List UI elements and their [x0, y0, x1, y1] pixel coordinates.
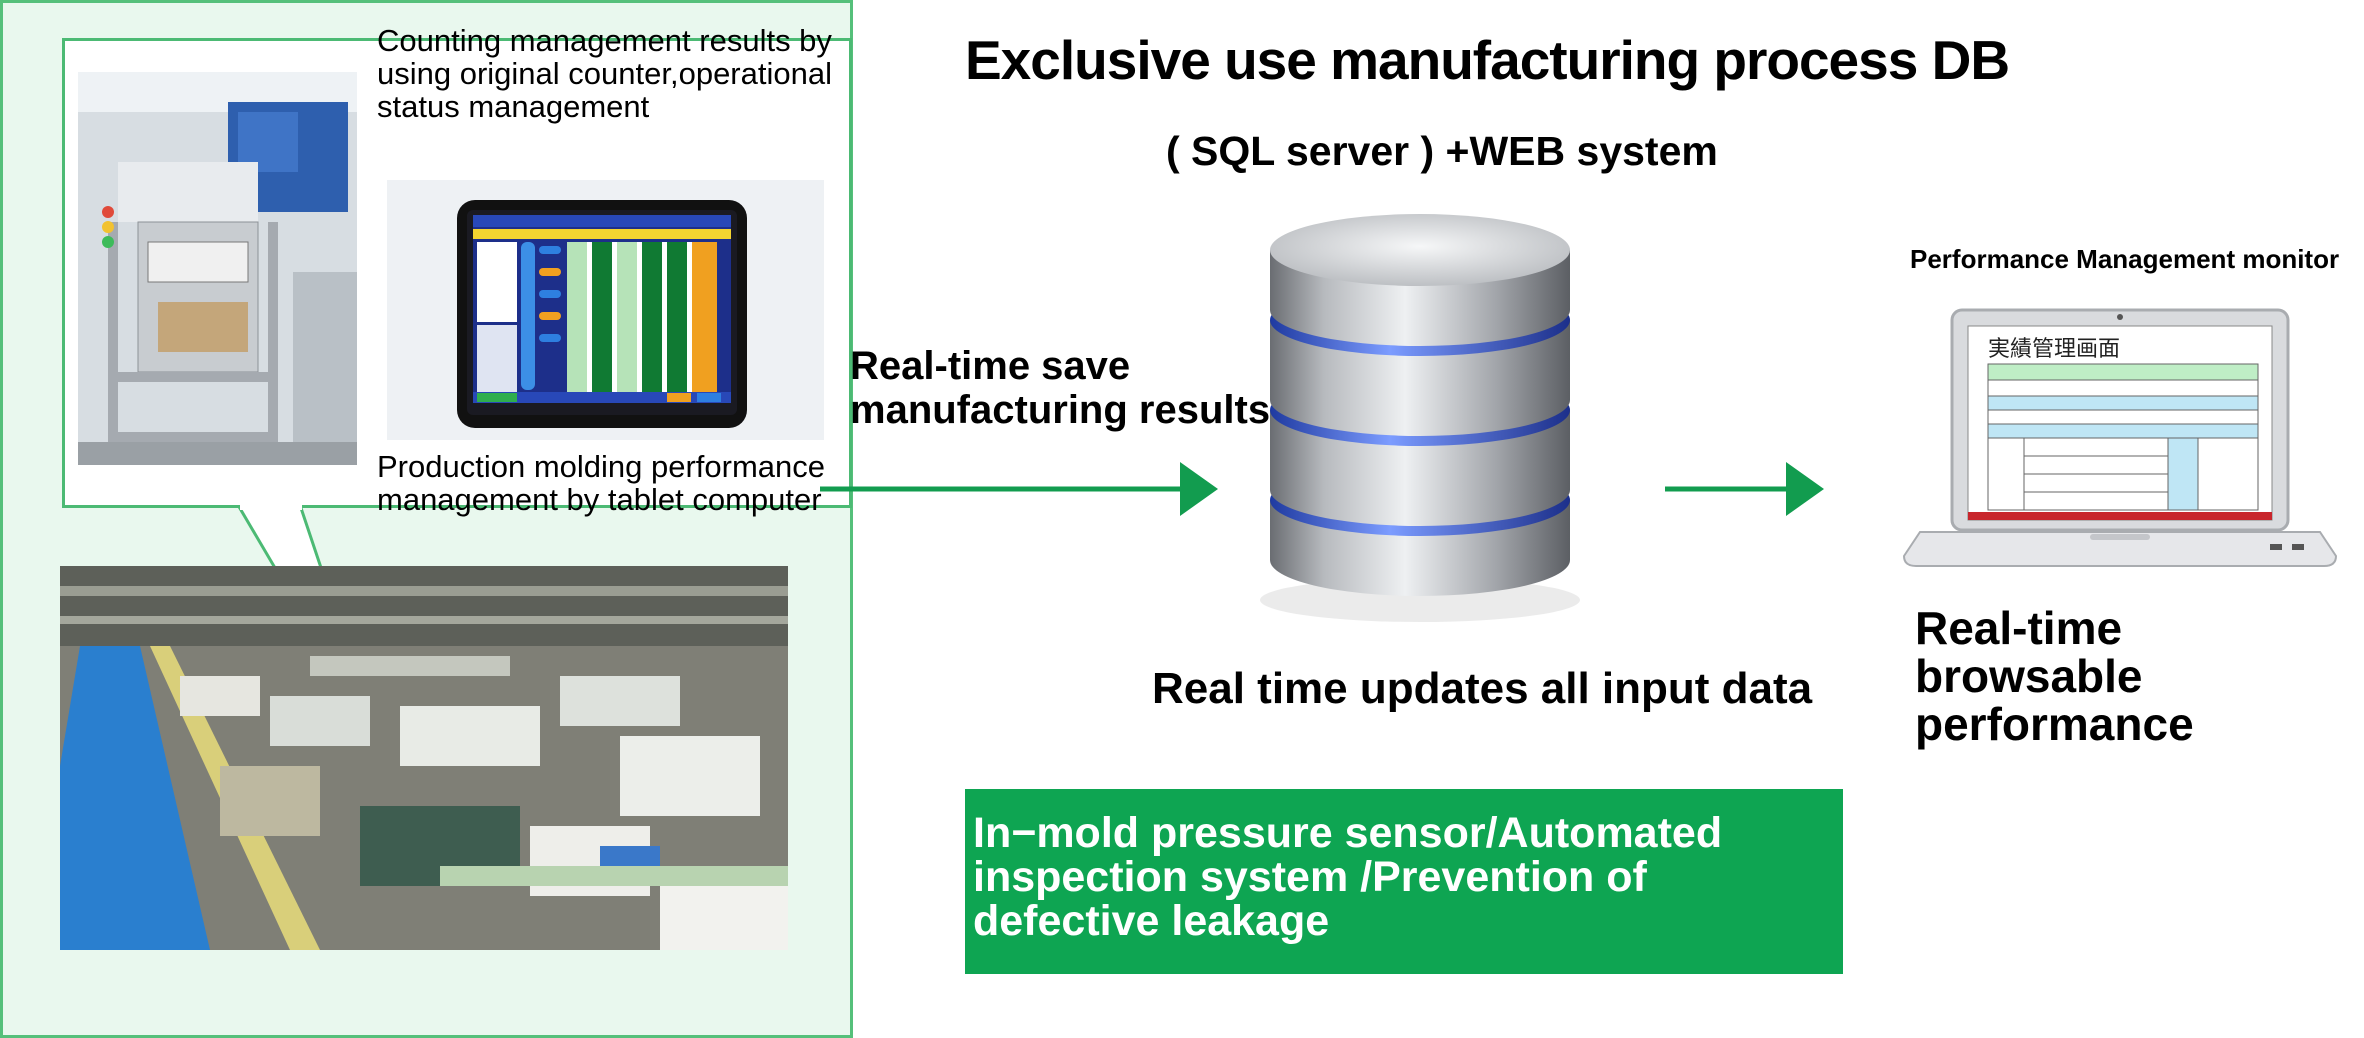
laptop-icon: 実績管理画面	[1902, 308, 2338, 567]
arrow-to-database	[820, 462, 1218, 516]
screen-title: 実績管理画面	[1988, 337, 2120, 362]
browsable-performance-text: Real-time browsable performance	[1915, 602, 2194, 750]
main-title: Exclusive use manufacturing process DB	[965, 29, 2010, 91]
tablet-management-text: Production molding performance managemen…	[377, 449, 826, 517]
counting-management-text: Counting management results by using ori…	[377, 23, 832, 124]
realtime-updates-text: Real time updates all input data	[1152, 664, 1813, 713]
arrow-to-monitor	[1665, 462, 1824, 516]
realtime-save-text: Real-time save manufacturing results	[850, 344, 1271, 432]
inspection-system-text: In−mold pressure sensor/Automated inspec…	[973, 809, 1723, 945]
factory-floor-photo	[60, 566, 788, 950]
database-cylinder-icon	[1260, 214, 1580, 622]
inspection-system-box: In−mold pressure sensor/Automated inspec…	[965, 789, 1843, 974]
callout-joint	[240, 500, 302, 510]
monitor-label: Performance Management monitor	[1910, 244, 2340, 274]
subtitle: ( SQL server ) +WEB system	[1166, 128, 1718, 174]
tablet-icon	[457, 200, 747, 428]
tablet-image	[387, 180, 824, 440]
molding-machine-photo	[78, 72, 357, 465]
